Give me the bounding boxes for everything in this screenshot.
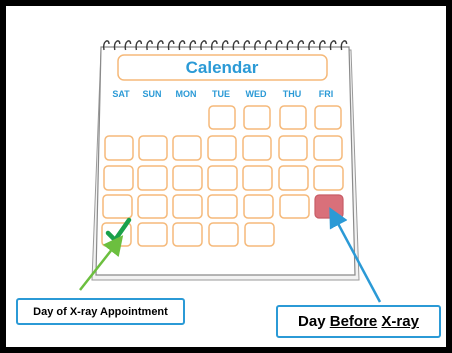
weekday-label-mon: MON xyxy=(176,89,197,99)
appointment-callout-text: Day of X-ray Appointment xyxy=(33,306,168,318)
calendar-day-cell xyxy=(244,195,273,218)
calendar-day-cell xyxy=(208,195,237,218)
calendar-day-cell xyxy=(104,166,133,190)
weekday-label-tue: TUE xyxy=(212,89,230,99)
day-before-underlined-before: Before xyxy=(330,313,378,330)
calendar-title: Calendar xyxy=(186,58,259,77)
weekday-label-fri: FRI xyxy=(319,89,334,99)
day-before-prefix: Day xyxy=(298,313,330,330)
calendar-day-cell xyxy=(314,166,343,190)
calendar-day-cell xyxy=(280,106,306,129)
calendar-day-cell xyxy=(138,195,167,218)
calendar-day-cell xyxy=(138,223,167,246)
calendar-day-cell xyxy=(245,223,274,246)
calendar-day-cell xyxy=(279,166,308,190)
calendar-day-cell xyxy=(314,136,342,160)
calendar-day-cell xyxy=(280,195,309,218)
weekday-label-thu: THU xyxy=(283,89,302,99)
calendar-day-cell xyxy=(105,136,133,160)
calendar-day-cell xyxy=(279,136,307,160)
calendar-day-cell xyxy=(208,136,236,160)
weekday-label-sat: SAT xyxy=(112,89,130,99)
weekday-label-sun: SUN xyxy=(142,89,161,99)
calendar-day-cell xyxy=(139,136,167,160)
day-before-underlined-xray: X-ray xyxy=(381,313,419,330)
calendar-day-cell xyxy=(315,106,341,129)
calendar-day-cell xyxy=(209,223,238,246)
day-before-xray-cell xyxy=(315,195,343,218)
calendar-day-cell xyxy=(173,223,202,246)
calendar-day-cell xyxy=(103,195,132,218)
calendar-day-cell xyxy=(244,106,270,129)
calendar-day-cell xyxy=(138,166,167,190)
calendar-day-cell xyxy=(243,166,272,190)
calendar-day-cell xyxy=(208,166,237,190)
calendar-day-cell xyxy=(173,195,202,218)
weekday-label-wed: WED xyxy=(246,89,267,99)
calendar-day-cell xyxy=(173,136,201,160)
calendar-day-cell xyxy=(243,136,271,160)
calendar-day-cell xyxy=(209,106,235,129)
calendar-day-cell xyxy=(173,166,202,190)
appointment-callout: Day of X-ray Appointment xyxy=(16,298,185,325)
day-before-callout: Day Before X-ray xyxy=(276,305,441,338)
